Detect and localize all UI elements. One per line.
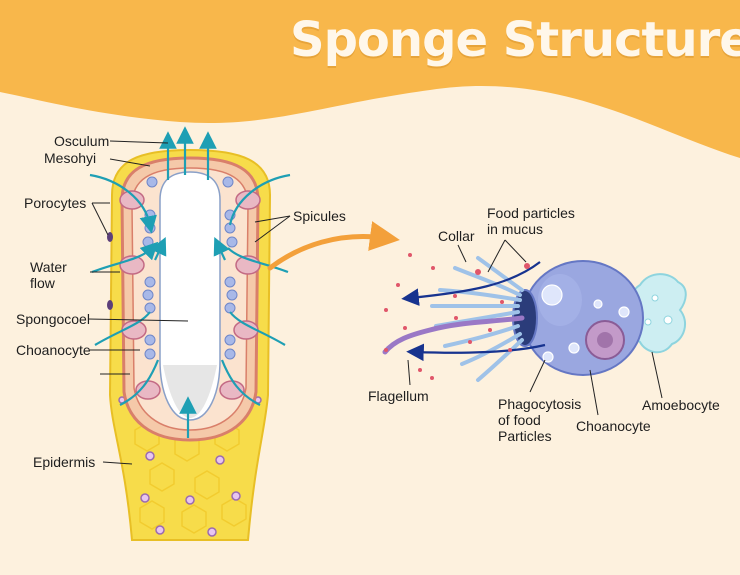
- choanocyte-cell-body: [522, 260, 644, 376]
- label-choanocyte-right: Choanocyte: [576, 418, 651, 434]
- food-particles: [384, 253, 530, 380]
- flow-arrows: [401, 261, 546, 362]
- sponge-body: [89, 126, 291, 541]
- label-epidermis: Epidermis: [33, 454, 96, 470]
- label-amoebocyte: Amoebocyte: [642, 397, 720, 413]
- label-osculum: Osculum: [54, 133, 110, 149]
- page-title: Sponge Structure: [290, 12, 740, 68]
- label-food-particles-line1: Food particles: [487, 205, 575, 221]
- label-collar: Collar: [438, 228, 475, 244]
- label-food-particles-line2: in mucus: [487, 221, 544, 237]
- leader-lines: [87, 140, 663, 465]
- label-phagocytosis-line3: Particles: [498, 428, 552, 444]
- choanocyte-detail: [382, 253, 687, 382]
- header-banner: [0, 0, 740, 158]
- label-porocytes: Porocytes: [24, 195, 87, 211]
- zoom-pointer-arrow: [267, 221, 400, 271]
- flagellum: [382, 315, 525, 355]
- label-water-flow-line1: Water: [30, 259, 67, 275]
- label-mesohyl: Mesohyi: [44, 150, 97, 166]
- label-water-flow-line2: flow: [30, 275, 55, 291]
- label-spicules: Spicules: [293, 208, 346, 224]
- collar-microvilli: [430, 256, 524, 382]
- spongocoel-cavity: [159, 171, 221, 421]
- label-spongocoel: Spongocoel: [16, 311, 90, 327]
- label-phagocytosis-line1: Phagocytosis: [498, 396, 582, 412]
- water-flow-arrows: [89, 126, 291, 438]
- label-flagellum: Flagellum: [368, 388, 429, 404]
- porocyte-cells: [119, 190, 261, 400]
- label-choanocyte-left: Choanocyte: [16, 342, 91, 358]
- pores: [107, 232, 113, 310]
- label-phagocytosis-line2: of food: [498, 412, 541, 428]
